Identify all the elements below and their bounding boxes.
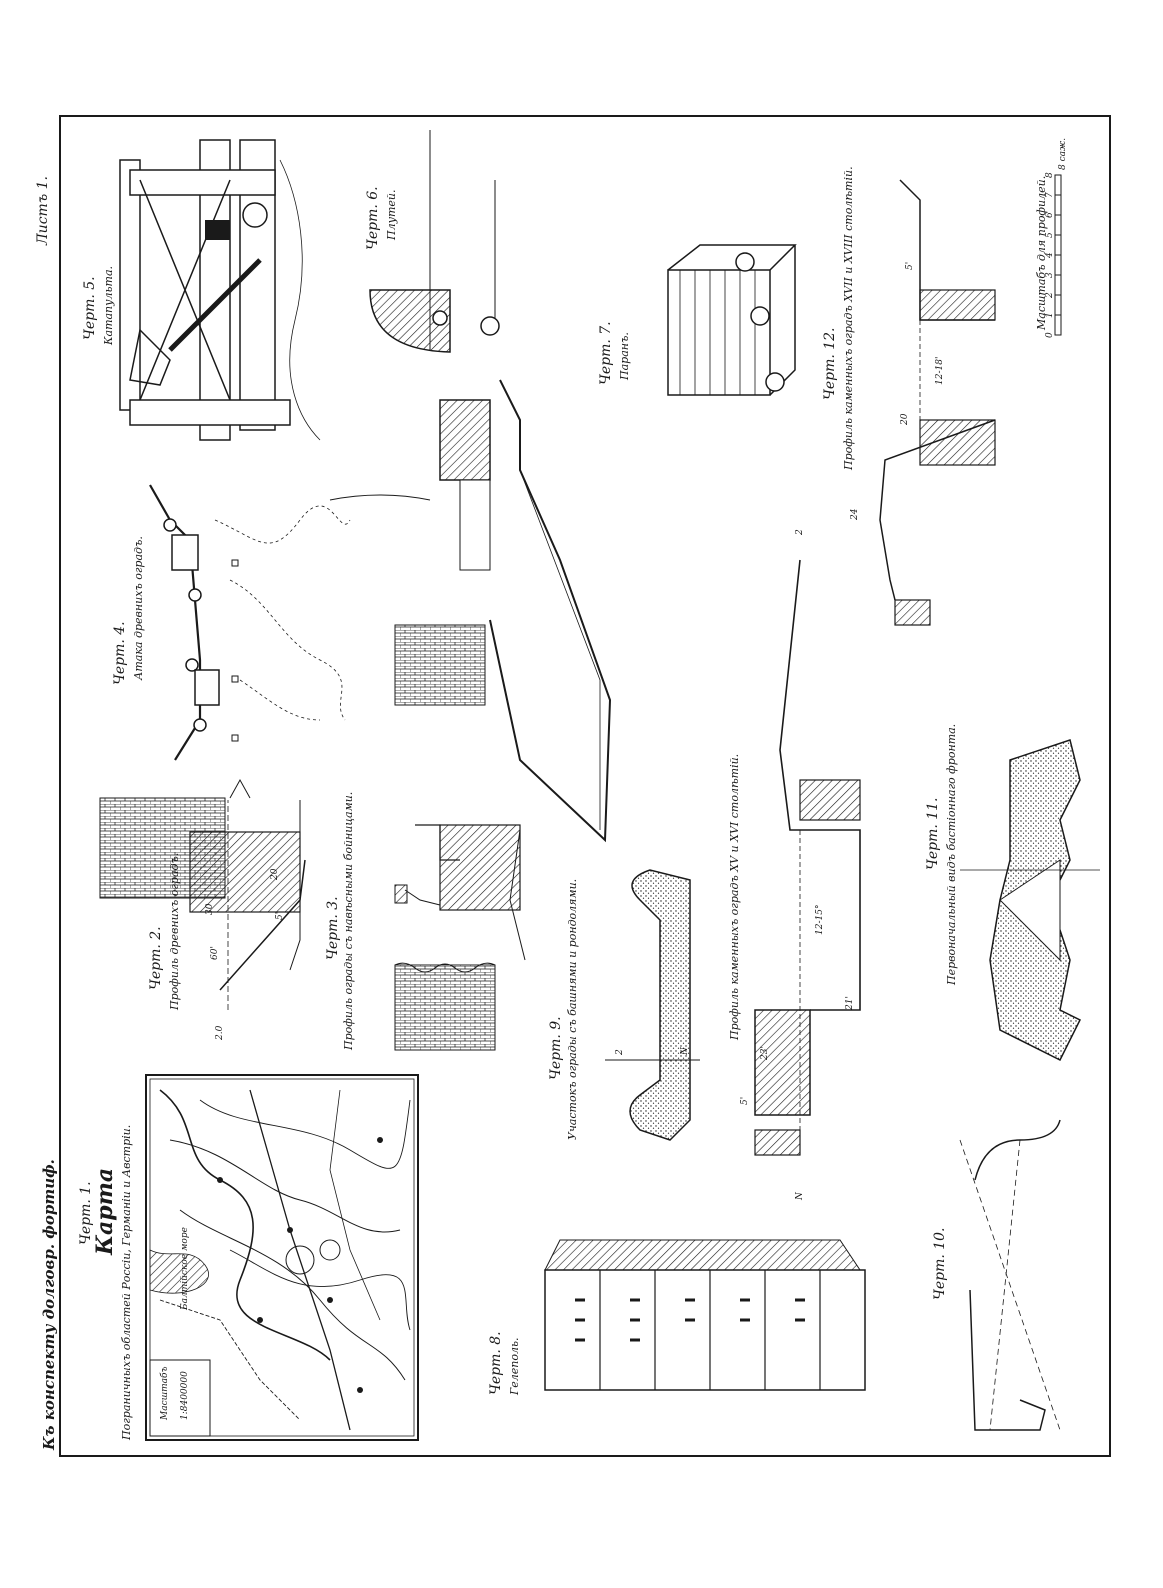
fig4-title: Черт. 4. [112, 621, 128, 685]
scale-bar-tick: 3 [1045, 272, 1055, 278]
fig11-title: Черт. 11. [925, 797, 941, 870]
map-scale-word: Масштабъ [160, 1366, 170, 1420]
fig9-profile-dim-span: 12-15° [815, 904, 825, 935]
fig2-drawing [99, 778, 306, 1010]
scale-bar-tick: 8 [1045, 172, 1055, 178]
fig11-caption: Первоначальный видъ бастіоннаго фронта. [945, 723, 958, 985]
fig9-profile-drawing [754, 559, 861, 1156]
fig12-title: Черт. 12. [822, 327, 838, 400]
map-sea-label: Балтійское море [180, 1227, 190, 1310]
scale-bar-tick: 6 [1045, 212, 1055, 218]
fig9-axis-a: 2 [615, 1049, 625, 1055]
fig12-dim-span: 12-18' [935, 356, 945, 385]
fig10-drawing [959, 1119, 1061, 1431]
fig8-title: Черт. 8. [488, 1331, 504, 1395]
fig5-caption: Катапульта. [102, 265, 115, 345]
fig1-caption: Пограничныхъ областей Россіи, Германіи и… [120, 1124, 133, 1440]
ramp-section-drawing [329, 379, 612, 843]
fig5-title: Черт. 5. [82, 276, 98, 340]
map-scale-box [149, 1359, 211, 1437]
scale-bar-tick: 1 [1045, 312, 1055, 318]
fig7-caption: Паранъ. [618, 332, 631, 380]
fig7-drawing [667, 244, 797, 396]
fig6-caption: Плутей. [385, 189, 398, 241]
fig5-drawing [119, 139, 321, 441]
fig9-profile-dim-21: 21' [845, 996, 855, 1010]
fig2-dim-30: 30 [205, 903, 215, 915]
scale-bar-unit: 8 саж. [1058, 137, 1068, 170]
scale-bar-tick: 7 [1045, 192, 1055, 198]
fig2-title: Черт. 2. [148, 926, 164, 990]
fig2-dim-5: 5' [275, 911, 285, 920]
fig3-title: Черт. 3. [325, 896, 341, 960]
sheet-heading: Къ конспекту долговр. фортиф. [40, 1159, 58, 1450]
fig10-title: Черт. 10. [932, 1227, 948, 1300]
fig2-caption: Профиль древнихъ оградъ. [168, 852, 181, 1010]
fig11-drawing [960, 739, 1100, 1062]
fig9-caption: Участокъ ограды съ башнями и рондолями. [566, 878, 579, 1140]
fig12-drawing [879, 179, 996, 626]
fig4-caption: Атака древнихъ оградъ. [132, 536, 145, 680]
scale-bar-tick: 0 [1045, 332, 1055, 338]
fig9-axis-b: N [680, 1047, 690, 1055]
fig8-caption: Гелеполь. [508, 1337, 521, 1395]
fig9-profile-dim-5: 5' [740, 1096, 750, 1105]
fig9-drawing [605, 869, 700, 1141]
fig8-drawing [544, 1239, 866, 1391]
fig6-title: Черт. 6. [365, 186, 381, 250]
fig2-dim-top: 60' [210, 946, 220, 960]
fig6-drawing [369, 130, 500, 353]
scale-bar-tick: 2 [1045, 292, 1055, 298]
fig1-name: Карта [92, 1167, 118, 1255]
scale-bar [1054, 174, 1062, 336]
fig9-profile-z-label: 2 [795, 529, 805, 535]
fig12-dim-5: 5' [905, 261, 915, 270]
fig2-dim-a: 2.0 [215, 1025, 225, 1040]
fig9-profile-dim-23: 23' [760, 1046, 770, 1060]
map-scale-value: 1:8400000 [180, 1371, 190, 1420]
fig9-profile-caption: Профиль каменныхъ оградъ XV и XVI столѣт… [728, 753, 741, 1040]
fig3-drawing [394, 824, 526, 1051]
scale-bar-tick: 4 [1045, 252, 1055, 258]
fig12-dim-24: 24 [850, 508, 860, 520]
fig9-title: Черт. 9. [548, 1016, 564, 1080]
fig2-dim-20: 20 [270, 868, 280, 880]
sheet-frame [59, 115, 1111, 1457]
fig3-caption: Профиль ограды съ навѣсными бойницами. [342, 791, 355, 1050]
scale-bar-tick: 5 [1045, 232, 1055, 238]
fig12-dim-20: 20 [900, 413, 910, 425]
fig12-caption: Профиль каменныхъ оградъ XVII и XVIII ст… [842, 166, 855, 470]
map-figure [145, 1074, 419, 1441]
fig9-profile-n-label: N [795, 1192, 805, 1200]
sheet-label: Листъ 1. [35, 176, 51, 245]
fig7-title: Черт. 7. [598, 321, 614, 385]
fig4-drawing [149, 484, 351, 761]
